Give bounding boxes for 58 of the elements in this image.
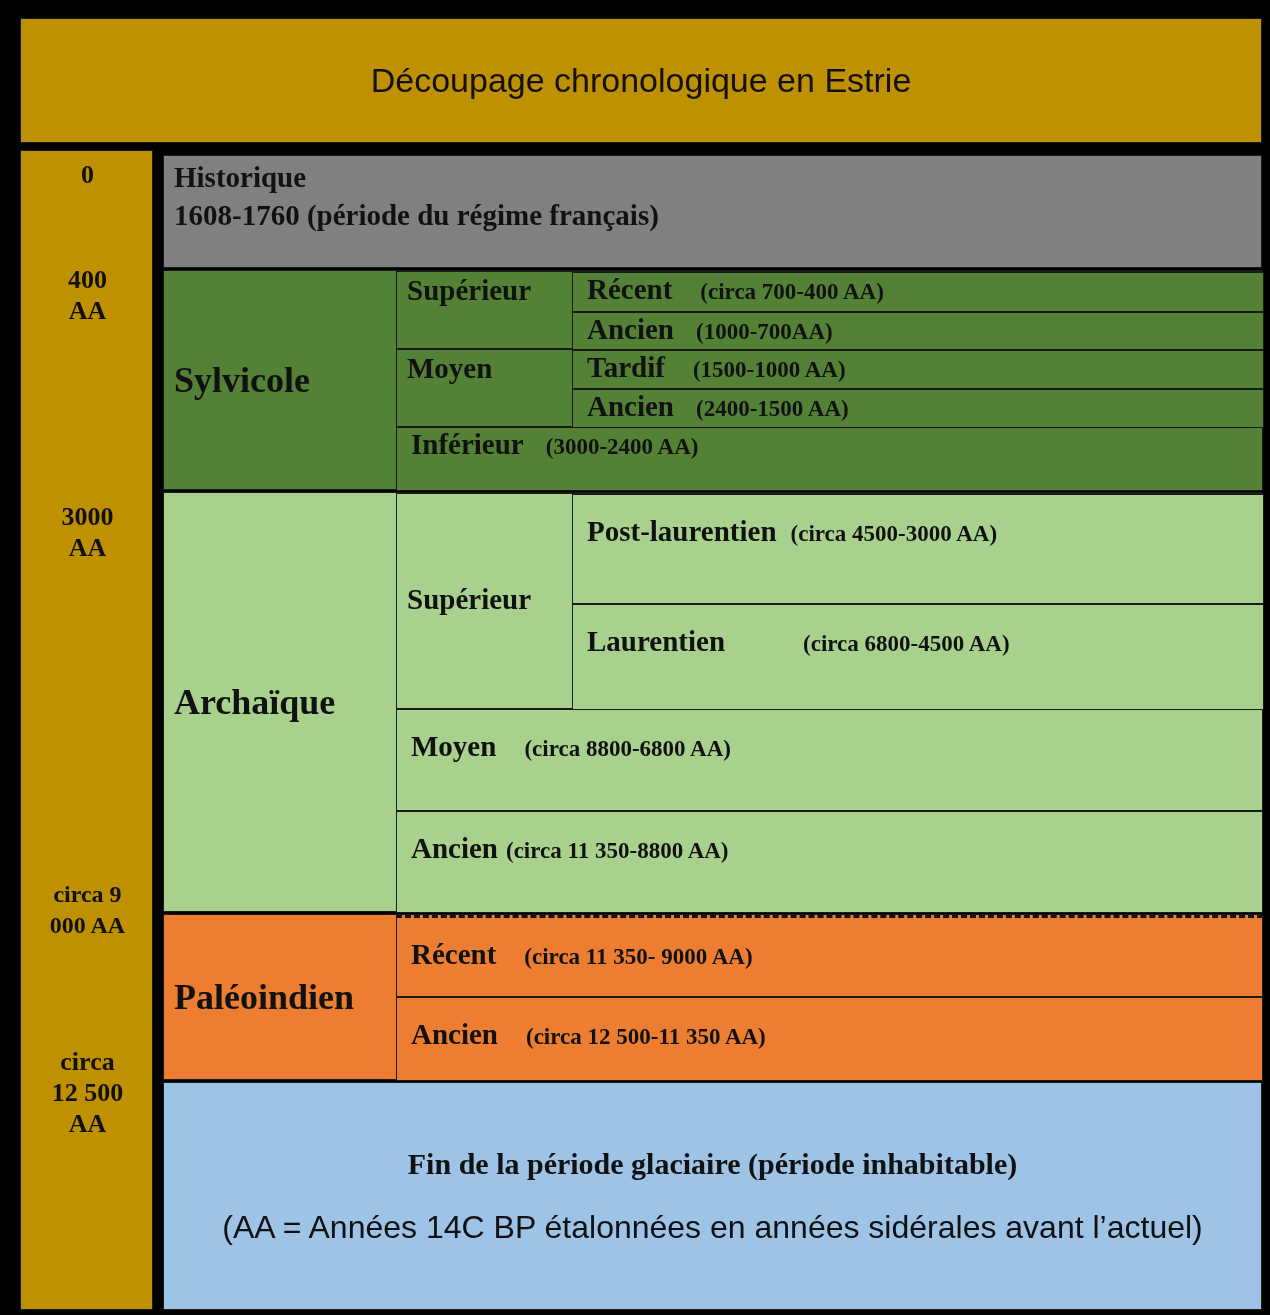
date-range: (circa 12 500-11 350 AA) xyxy=(526,1024,766,1050)
period-cell xyxy=(572,604,1264,710)
time-marker: 400 AA xyxy=(67,264,108,326)
period-cell xyxy=(572,389,1264,428)
period-cell xyxy=(396,709,1263,811)
period-name: Laurentien xyxy=(587,625,726,658)
period-cell xyxy=(396,271,1263,349)
period-name: Supérieur xyxy=(407,582,533,616)
period-cell xyxy=(163,155,1262,268)
time-marker: circa 12 500 AA xyxy=(50,1046,125,1139)
time-marker: 0 xyxy=(80,159,95,190)
period-cell xyxy=(396,427,1263,491)
period-cell xyxy=(572,312,1264,350)
timeline-column xyxy=(20,150,153,1310)
date-range: (1500-1000 AA) xyxy=(692,357,846,383)
period-cell xyxy=(396,493,1263,709)
date-range: (circa 4500-3000 AA) xyxy=(790,521,998,547)
period-name: Moyen xyxy=(411,730,497,763)
period-cell xyxy=(396,349,1263,427)
period-name: Post-laurentien xyxy=(587,515,777,548)
date-range: (AA = Années 14C BP étalonnées en années sidérales avant l’actuel) xyxy=(222,1208,1203,1246)
date-range: (circa 11 350-8800 AA) xyxy=(506,838,729,864)
period-cell xyxy=(396,811,1263,913)
date-range: (1000-700AA) xyxy=(696,319,833,345)
period-cell xyxy=(163,914,1262,1080)
title: Découpage chronologique en Estrie xyxy=(20,18,1262,143)
time-marker: 3000 AA xyxy=(60,501,115,563)
date-range: (circa 11 350- 9000 AA) xyxy=(524,944,753,970)
period-name: Inférieur xyxy=(411,428,524,461)
period-name: Archaïque xyxy=(174,681,337,723)
date-range: (circa 8800-6800 AA) xyxy=(524,736,731,762)
period-cell xyxy=(572,350,1264,389)
period-cell xyxy=(396,915,1263,997)
period-cell xyxy=(572,272,1264,312)
period-name: Tardif xyxy=(587,351,665,384)
period-name: Récent xyxy=(411,938,497,971)
date-range: (2400-1500 AA) xyxy=(696,396,849,422)
period-name: Ancien xyxy=(587,390,674,423)
period-name: Supérieur xyxy=(407,274,533,307)
period-cell xyxy=(163,492,1262,912)
period-name: Ancien xyxy=(411,832,498,865)
period-name: Paléoindien xyxy=(174,976,356,1018)
period-name: Moyen xyxy=(407,352,494,385)
time-marker: circa 9 000 AA xyxy=(48,880,127,940)
period-name: Sylvicole xyxy=(174,359,311,401)
date-range: (circa 700-400 AA) xyxy=(700,279,884,305)
period-name: Ancien xyxy=(587,313,674,346)
date-range: (3000-2400 AA) xyxy=(545,434,699,460)
period-name: Ancien xyxy=(411,1018,498,1051)
period-cell xyxy=(163,1082,1262,1310)
period-cell xyxy=(396,997,1263,1081)
period-name: Récent xyxy=(587,273,673,306)
period-name: Historique xyxy=(174,160,308,195)
date-range: 1608-1760 (période du régime français) xyxy=(174,198,660,233)
period-cell xyxy=(572,494,1264,604)
date-range: (circa 6800-4500 AA) xyxy=(803,631,1010,657)
period-cell xyxy=(163,270,1262,490)
period-name: Fin de la période glaciaire (période inhabitable) xyxy=(407,1146,1018,1181)
